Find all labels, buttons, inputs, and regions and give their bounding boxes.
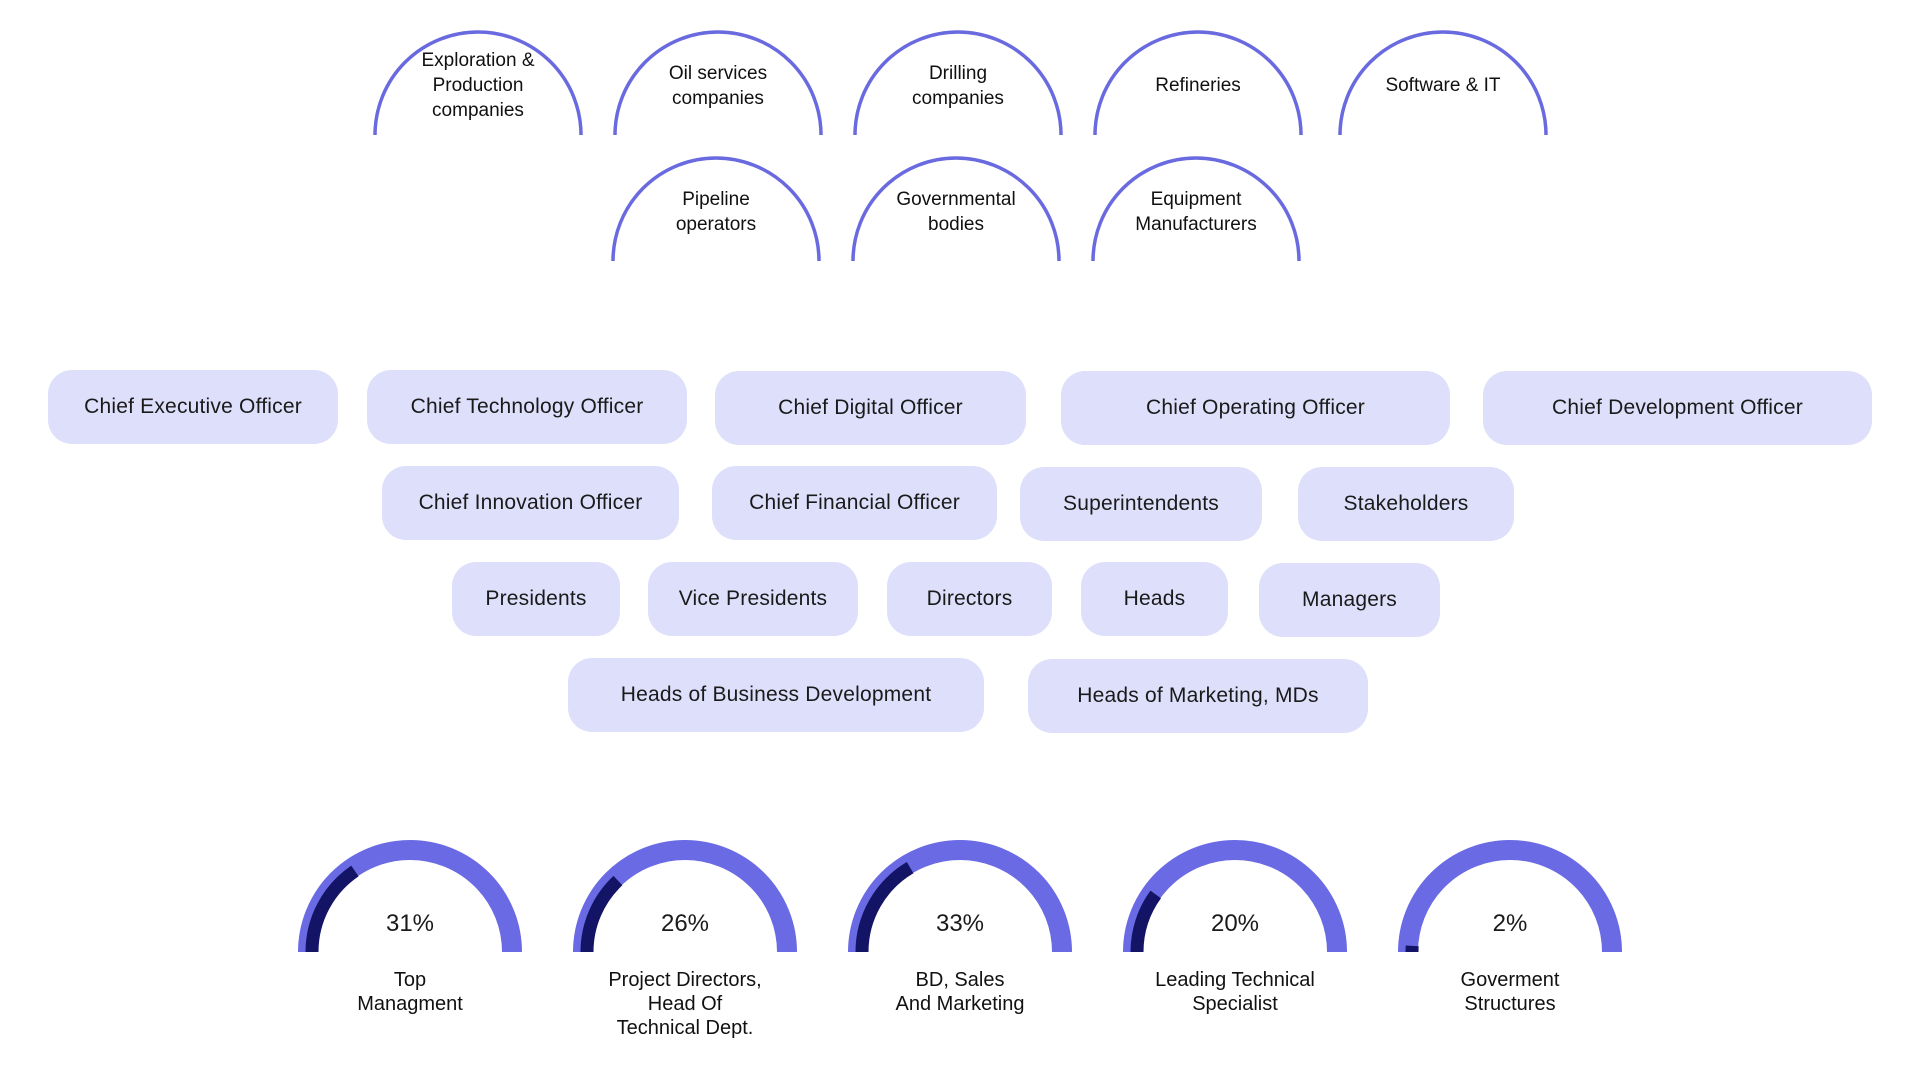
role-pill-superintendents: Superintendents [1020,467,1262,541]
industry-label: Software & IT [1385,75,1501,96]
role-pill-heads: Heads [1081,562,1228,636]
role-pill-chief-innovation: Chief Innovation Officer [382,466,679,540]
gauge-caption: Top Managment [357,969,463,1015]
gauge-caption: Goverment Structures [1460,969,1560,1015]
gauge-fill [1130,890,1162,953]
industry-label: Oil services companies [668,62,768,109]
role-pill-cto: Chief Technology Officer [367,370,687,444]
role-pill-chief-development: Chief Development Officer [1483,371,1872,445]
gauge-government: 2% Goverment Structures [1396,840,1624,1060]
gauge-caption: Project Directors, Head Of Technical Dep… [608,969,762,1039]
industry-arc-governmental: Governmental bodies [851,156,1061,262]
gauge-top-management: 31% Top Managment [296,840,524,1060]
gauge-project-directors: 26% Project Directors, Head Of Technical… [571,840,799,1060]
industry-label: Equipment Manufacturers [1135,188,1257,235]
gauge-technical-specialist: 20% Leading Technical Specialist [1121,840,1349,1060]
industry-label: Refineries [1155,75,1241,96]
role-pill-presidents: Presidents [452,562,620,636]
role-pill-ceo: Chief Executive Officer [48,370,338,444]
role-pill-heads-marketing: Heads of Marketing, MDs [1028,659,1368,733]
industry-arc-oil-services: Oil services companies [613,30,823,136]
industry-arc-equipment: Equipment Manufacturers [1091,156,1301,262]
gauge-value: 26% [660,910,710,937]
role-pill-heads-bd: Heads of Business Development [568,658,984,732]
gauge-value: 33% [935,910,985,937]
role-pill-cfo: Chief Financial Officer [712,466,997,540]
role-pill-managers: Managers [1259,563,1440,637]
role-pill-vice-presidents: Vice Presidents [648,562,858,636]
role-pill-stakeholders: Stakeholders [1298,467,1514,541]
gauge-value: 2% [1492,910,1528,937]
gauge-track [1398,840,1622,953]
industry-arc-pipeline: Pipeline operators [611,156,821,262]
industry-arc-exploration: Exploration & Production companies [373,30,583,136]
role-pill-coo: Chief Operating Officer [1061,371,1450,445]
gauge-fill [855,862,914,953]
industry-label: Exploration & Production companies [421,50,535,121]
role-pill-directors: Directors [887,562,1052,636]
industry-label: Governmental bodies [896,188,1016,235]
industry-label: Drilling companies [912,62,1004,109]
industry-label: Pipeline operators [675,188,757,235]
gauge-fill [580,875,623,953]
industry-arc-software: Software & IT [1338,30,1548,136]
gauge-value: 31% [385,910,435,937]
industry-arc-drilling: Drilling companies [853,30,1063,136]
industry-arc-refineries: Refineries [1093,30,1303,136]
gauge-value: 20% [1210,910,1260,937]
gauge-bd-sales: 33% BD, Sales And Marketing [846,840,1074,1060]
role-pill-cdo: Chief Digital Officer [715,371,1026,445]
gauge-caption: BD, Sales And Marketing [895,969,1025,1015]
gauge-fill [305,865,359,953]
gauge-caption: Leading Technical Specialist [1155,969,1315,1015]
